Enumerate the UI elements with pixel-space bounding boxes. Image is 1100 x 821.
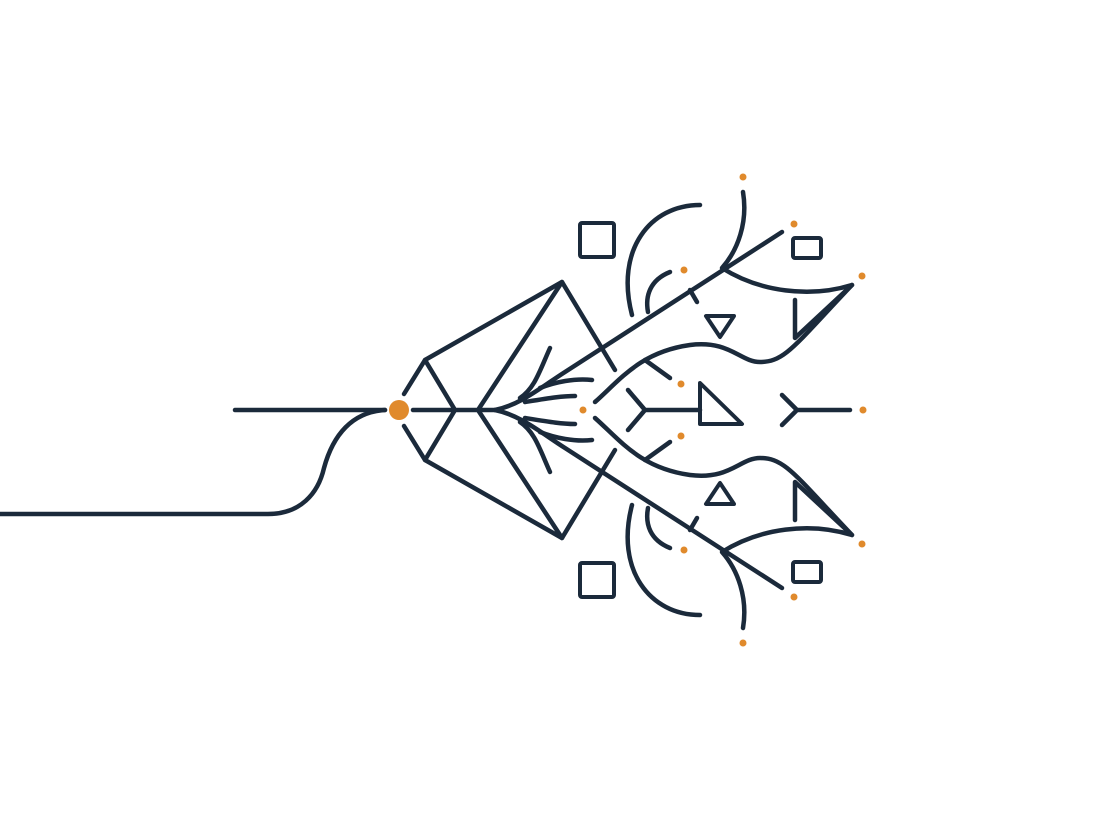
center-fork: [625, 387, 703, 433]
branch-upper-curl: [517, 345, 595, 405]
endpoint-dot: [579, 406, 587, 414]
endpoint-dot: [739, 173, 747, 181]
input-lines: [0, 407, 388, 517]
endpoint-dot: [859, 406, 867, 414]
square-node-bottom-left: [578, 561, 616, 599]
hexagon-inner-lines: [410, 279, 565, 541]
dash-lower: [642, 439, 673, 463]
square-node-bottom-right: [791, 560, 823, 584]
branch-fan: [492, 229, 785, 591]
branch-lower-curl: [517, 415, 595, 475]
wave-lines: [592, 282, 855, 538]
endpoint-dot: [790, 593, 798, 601]
endpoint-dot: [680, 266, 688, 274]
endpoint-dot: [790, 220, 798, 228]
arc-lower-tail: [719, 479, 855, 631]
branch-lower-main: [492, 407, 785, 591]
endpoint-dot: [677, 380, 685, 388]
outer-arcs: [625, 189, 855, 631]
right-fork: [779, 392, 853, 428]
square-nodes: [578, 221, 823, 599]
branch-upper-main: [492, 229, 785, 413]
wave-lower: [592, 415, 855, 538]
center-triangle-node: [698, 381, 744, 426]
arc-upper-small: [645, 269, 673, 315]
dash-upper: [642, 357, 673, 381]
arc-lower-small: [645, 505, 673, 551]
short-dash-top: [687, 287, 700, 305]
triangle-node-top: [704, 314, 736, 339]
center-path: [625, 381, 853, 433]
square-node-top-left: [578, 221, 616, 259]
arc-upper-tail: [719, 189, 855, 341]
triangle-node-bottom: [704, 481, 736, 506]
origin-node-dot: [389, 400, 409, 420]
triangle-nodes: [704, 314, 736, 506]
endpoint-dot: [739, 639, 747, 647]
input-line-bottom: [0, 407, 388, 517]
arc-upper-big: [625, 202, 703, 318]
endpoint-dot: [858, 540, 866, 548]
hexagon-frame: [401, 279, 618, 541]
arc-lower-big: [625, 502, 703, 618]
endpoint-dot: [680, 546, 688, 554]
hexagon-outline: [401, 279, 618, 541]
wave-upper: [592, 282, 855, 405]
endpoint-dots: [579, 173, 867, 647]
short-dash-bottom: [687, 515, 700, 533]
square-node-top-right: [791, 236, 823, 260]
endpoint-dot: [677, 432, 685, 440]
endpoint-dot: [858, 272, 866, 280]
